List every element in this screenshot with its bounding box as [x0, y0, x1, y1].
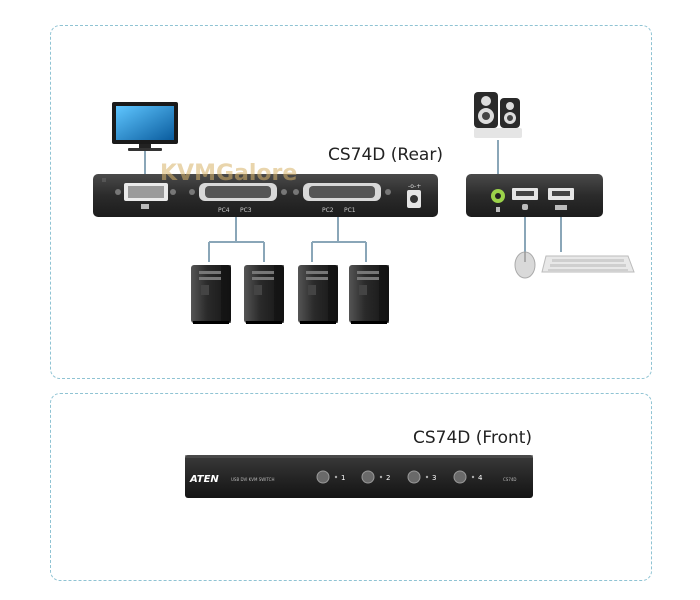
computer-icon: [298, 265, 338, 324]
port-number-3: 3: [432, 474, 436, 482]
rear-device-console: [466, 174, 603, 217]
display-port-icon: [141, 204, 149, 209]
monitor-icon: [112, 102, 178, 151]
speakers-icon: [474, 92, 522, 138]
port-label-pc4: PC4: [218, 207, 230, 214]
port-button-3[interactable]: [407, 470, 429, 484]
front-view-panel: [50, 393, 652, 581]
keyboard-port-icon: [555, 205, 567, 210]
model-text: USB DVI KVM SWITCH: [231, 477, 274, 482]
mouse-icon: [514, 251, 536, 279]
port-button-2[interactable]: [361, 470, 383, 484]
model-code: CS74D: [503, 477, 517, 482]
port-number-1: 1: [341, 474, 345, 482]
computer-icon: [191, 265, 231, 324]
port-button-4[interactable]: [453, 470, 475, 484]
front-view-title: CS74D (Front): [413, 428, 533, 448]
port-number-2: 2: [386, 474, 390, 482]
port-number-4: 4: [478, 474, 483, 482]
port-label-pc2: PC2: [322, 207, 334, 214]
port-button-1[interactable]: [316, 470, 338, 484]
mouse-port-icon: [522, 204, 528, 210]
computer-icon: [244, 265, 284, 324]
rear-view-panel: [50, 25, 652, 379]
port-label-pc3: PC3: [240, 207, 252, 214]
keyboard-icon: [541, 255, 635, 273]
computer-icon: [349, 265, 389, 324]
svg-text:-o-+: -o-+: [408, 183, 421, 190]
brand-logo: ATEN: [189, 474, 219, 485]
rear-view-title: CS74D (Rear): [328, 145, 443, 165]
watermark: KVMGalore: [160, 161, 297, 186]
port-label-pc1: PC1: [344, 207, 356, 214]
computer-cables: [208, 217, 367, 262]
front-device: [185, 455, 533, 498]
audio-port-icon: [496, 207, 500, 212]
rear-device-main: -o-+: [93, 174, 438, 217]
